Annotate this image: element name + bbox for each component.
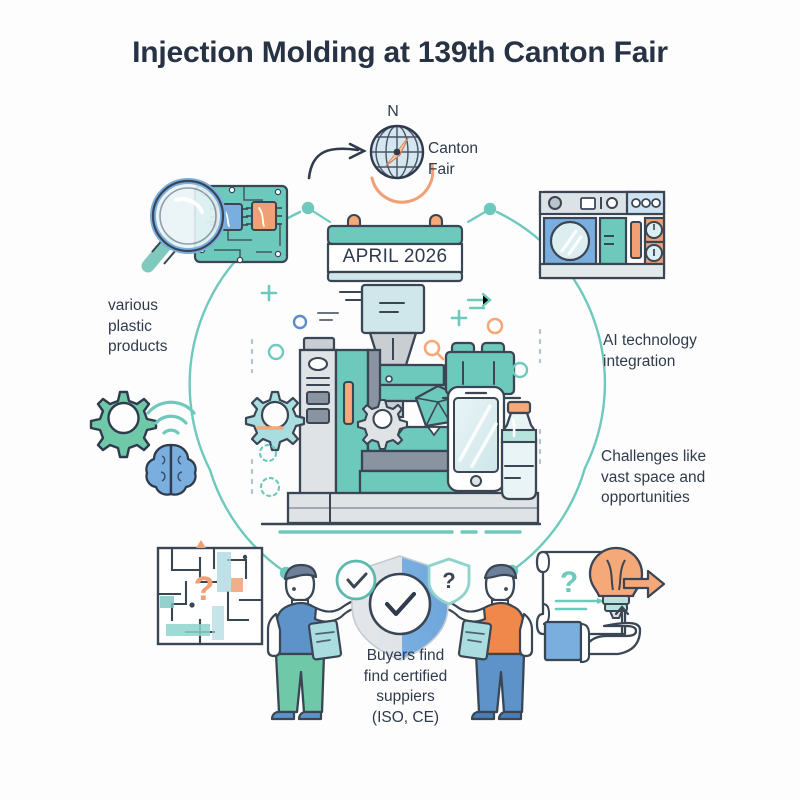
plastic-bottle-icon — [500, 400, 538, 501]
wifi-icon — [146, 400, 196, 435]
person-supplier-right-icon — [439, 563, 534, 721]
person-buyer-left-icon — [266, 563, 361, 721]
label-buyers-line4: (ISO, CE) — [371, 708, 440, 726]
label-buyers-line2: find certified — [363, 667, 448, 685]
hand-icon — [543, 620, 642, 664]
label-buyers-line1: Buyers find — [366, 647, 445, 664]
calendar-sign-icon — [326, 213, 464, 283]
appliance-control-panel-icon — [538, 190, 666, 280]
magnifier-circuit-board-icon — [141, 178, 289, 273]
calendar-date-text: APRIL 2026 — [342, 246, 448, 267]
page-title: Injection Molding at 139th Canton Fair — [132, 36, 668, 69]
label-challenges-line1: Challenges like — [601, 448, 707, 465]
label-ai-integration: AI technology integration — [603, 331, 763, 372]
gear-brain-wifi-icon — [89, 390, 197, 496]
compass-caption-line1: Canton — [428, 140, 478, 157]
shield-question-badge-icon: ? — [427, 557, 471, 606]
svg-text:?: ? — [194, 570, 215, 608]
brain-icon — [145, 443, 197, 496]
check-circle-badge-icon — [335, 559, 377, 601]
label-ai-line2: integration — [603, 352, 676, 370]
label-plastic-line3: products — [108, 338, 168, 356]
curved-arrow-icon — [307, 142, 367, 180]
compass-globe-icon — [369, 124, 435, 204]
plastic-gear-small-icon — [356, 398, 409, 451]
maze-question-mark-icon: ? — [156, 540, 264, 646]
label-buyers-line3: suppiers — [376, 688, 435, 706]
label-plastic-line1: various — [108, 297, 158, 314]
label-ai-line1: AI technology — [603, 332, 697, 349]
gear-icon — [89, 390, 158, 459]
label-plastic-products: various plastic products — [108, 296, 238, 358]
decorative-accents — [250, 284, 542, 502]
label-challenges-line3: opportunities — [601, 489, 690, 507]
label-plastic-line2: plastic — [108, 317, 152, 335]
compass-caption-line2: Fair — [428, 160, 455, 178]
compass-north-label: N — [387, 103, 399, 120]
svg-text:?: ? — [442, 568, 455, 593]
svg-text:?: ? — [560, 566, 578, 599]
shield-check-icon — [351, 555, 449, 661]
label-challenges: Challenges like vast space and opportuni… — [601, 447, 766, 509]
plastic-phone-case-icon — [446, 385, 506, 493]
label-challenges-line2: vast space and — [601, 468, 706, 486]
label-buyers: Buyers find find certified suppiers (ISO… — [318, 646, 493, 728]
buyer-supplier-scene: ? — [266, 555, 534, 721]
blueprint-lightbulb-hand-icon: ? — [535, 546, 666, 664]
plastic-gear-icon — [244, 390, 306, 452]
